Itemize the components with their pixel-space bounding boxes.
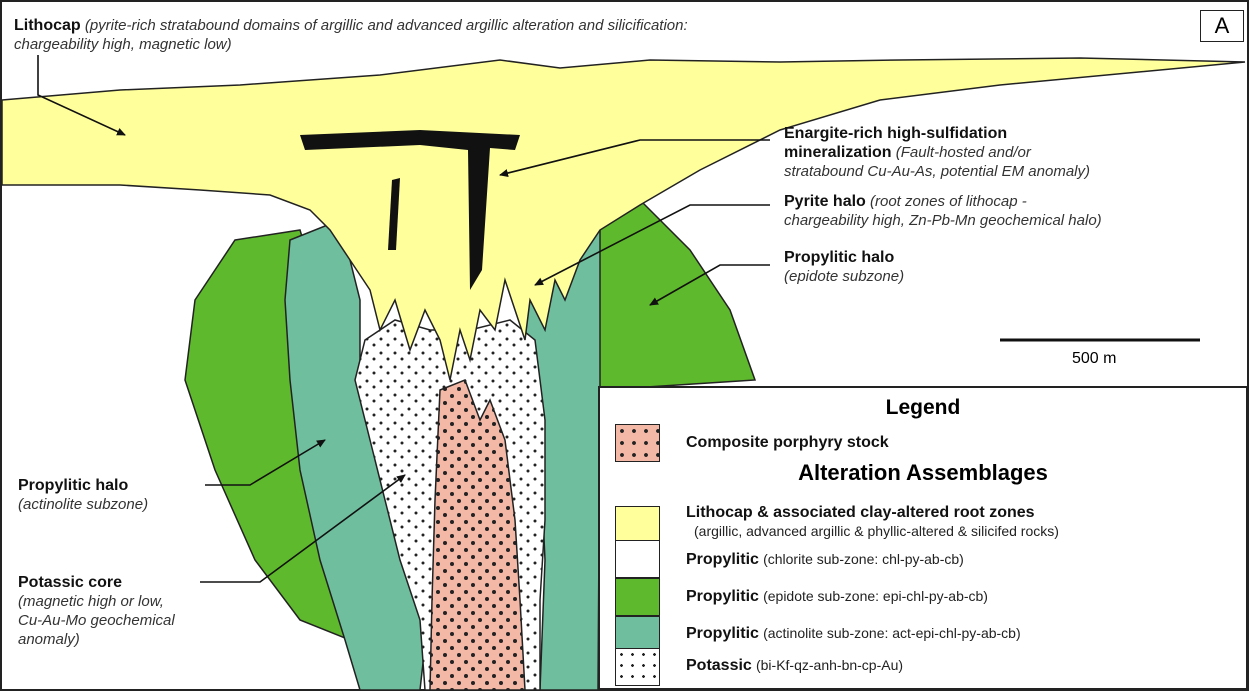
label-propylitic-epidote: Propylitic halo (epidote subzone) bbox=[784, 248, 1084, 286]
legend-section-title: Alteration Assemblages bbox=[600, 460, 1246, 486]
legend-title: Legend bbox=[600, 396, 1246, 420]
legend-chlorite-word: Propylitic bbox=[686, 551, 759, 568]
label-enargite-desc-1: (Fault-hosted and/or bbox=[896, 144, 1031, 161]
label-lithocap-desc-2: chargeability high, magnetic low) bbox=[14, 36, 232, 53]
label-potassic-desc-3: anomaly) bbox=[18, 631, 80, 648]
label-potassic-core: Potassic core (magnetic high or low, Cu-… bbox=[18, 573, 258, 649]
label-prop-actinolite-desc: (actinolite subzone) bbox=[18, 496, 148, 513]
label-pyrite-title: Pyrite halo bbox=[784, 193, 866, 210]
panel-letter: A bbox=[1200, 10, 1244, 42]
label-lithocap-desc-1: (pyrite-rich stratabound domains of argi… bbox=[85, 17, 688, 34]
legend-epidote-row: Propylitic (epidote sub-zone: epi-chl-py… bbox=[686, 587, 988, 606]
legend-potassic-row: Potassic (bi-Kf-qz-anh-bn-cp-Au) bbox=[686, 656, 903, 675]
label-enargite: Enargite-rich high-sulfidation mineraliz… bbox=[784, 124, 1244, 181]
legend-potassic-word: Potassic bbox=[686, 657, 752, 674]
legend-epidote-sub: (epidote sub-zone: epi-chl-py-ab-cb) bbox=[763, 588, 988, 604]
label-pyrite-desc-1: (root zones of lithocap - bbox=[870, 193, 1027, 210]
legend-swatch-stock bbox=[615, 424, 660, 462]
label-potassic-desc-1: (magnetic high or low, bbox=[18, 593, 164, 610]
legend-lithocap-row: Lithocap & associated clay-altered root … bbox=[686, 504, 1059, 541]
legend-swatch-epidote bbox=[615, 578, 660, 616]
label-lithocap: Lithocap (pyrite-rich stratabound domain… bbox=[14, 16, 994, 54]
legend-stock-text: Composite porphyry stock bbox=[686, 434, 889, 451]
label-propylitic-actinolite: Propylitic halo (actinolite subzone) bbox=[18, 476, 218, 514]
legend-box: Legend Composite porphyry stock Alterati… bbox=[598, 386, 1248, 690]
legend-epidote-word: Propylitic bbox=[686, 588, 759, 605]
label-prop-actinolite-title: Propylitic halo bbox=[18, 477, 128, 494]
legend-actinolite-row: Propylitic (actinolite sub-zone: act-epi… bbox=[686, 624, 1021, 643]
legend-stock-label: Composite porphyry stock bbox=[686, 434, 889, 452]
label-pyrite-halo: Pyrite halo (root zones of lithocap - ch… bbox=[784, 192, 1244, 230]
label-enargite-title-2: mineralization bbox=[784, 144, 892, 161]
label-prop-epidote-desc: (epidote subzone) bbox=[784, 268, 904, 285]
legend-lithocap-label: Lithocap & associated clay-altered root … bbox=[686, 504, 1035, 521]
legend-swatch-chlorite bbox=[615, 540, 660, 578]
label-potassic-desc-2: Cu-Au-Mo geochemical bbox=[18, 612, 175, 629]
legend-swatch-lithocap bbox=[615, 506, 660, 544]
legend-swatch-potassic bbox=[615, 648, 660, 686]
label-prop-epidote-title: Propylitic halo bbox=[784, 249, 894, 266]
label-enargite-title-1: Enargite-rich high-sulfidation bbox=[784, 125, 1007, 142]
label-pyrite-desc-2: chargeability high, Zn-Pb-Mn geochemical… bbox=[784, 212, 1102, 229]
legend-actinolite-word: Propylitic bbox=[686, 625, 759, 642]
legend-lithocap-sub: (argillic, advanced argillic & phyllic-a… bbox=[686, 523, 1059, 539]
label-lithocap-title: Lithocap bbox=[14, 17, 81, 34]
legend-chlorite-sub: (chlorite sub-zone: chl-py-ab-cb) bbox=[763, 551, 964, 567]
label-potassic-title: Potassic core bbox=[18, 574, 122, 591]
legend-potassic-sub: (bi-Kf-qz-anh-bn-cp-Au) bbox=[756, 657, 903, 673]
legend-chlorite-row: Propylitic (chlorite sub-zone: chl-py-ab… bbox=[686, 550, 964, 569]
label-enargite-desc-2: stratabound Cu-Au-As, potential EM anoma… bbox=[784, 163, 1090, 180]
legend-actinolite-sub: (actinolite sub-zone: act-epi-chl-py-ab-… bbox=[763, 625, 1021, 641]
scale-bar-label: 500 m bbox=[1072, 350, 1116, 368]
